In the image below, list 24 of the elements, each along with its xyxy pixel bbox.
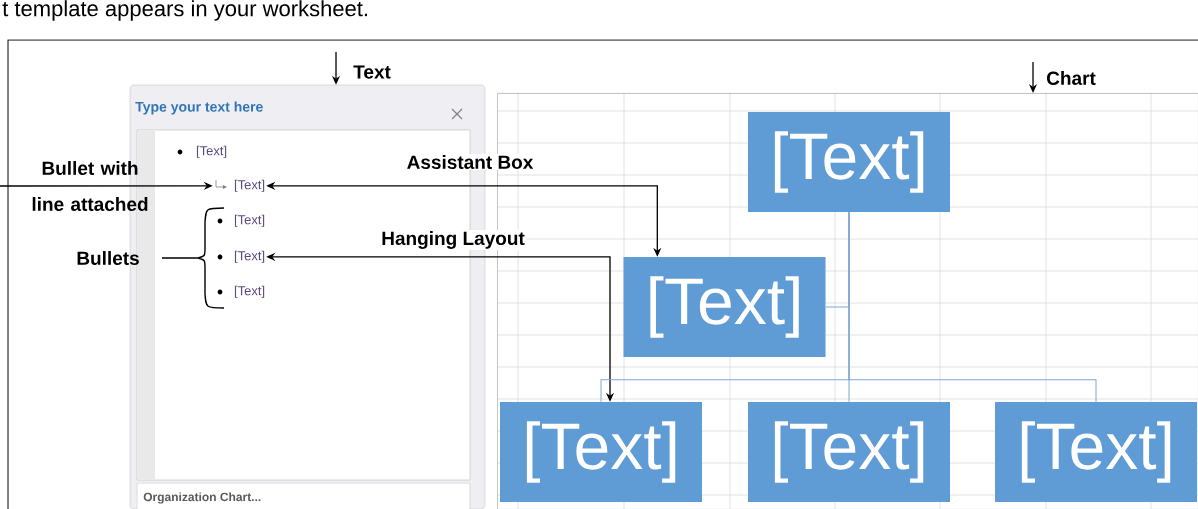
callout-text: Bullet with line attached [32, 161, 148, 211]
bullet-item: [Text] [177, 145, 227, 158]
edge-label: Assistant Box [405, 154, 535, 170]
connector-line [848, 211, 1097, 403]
bullet-item: [Text] [217, 214, 265, 227]
bullet-item: [Text] [234, 179, 265, 192]
node-label: [Text] [196, 145, 227, 158]
callout-text: Chart [1047, 71, 1096, 85]
edge-label: Hanging Layout [380, 230, 526, 250]
node-label: [Text] [234, 285, 265, 298]
bullet-item: [Text] [217, 285, 265, 298]
footer-bar: Organization Chart... [136, 482, 471, 509]
sentence: t template appears in your worksheet. [2, 0, 367, 21]
org-box: [Text] [623, 257, 826, 357]
callout-text: Text [353, 65, 391, 79]
pane-title: Type your text here [135, 101, 263, 115]
org-box: [Text] [748, 112, 950, 212]
bullet-item: [Text] [217, 250, 265, 263]
org-box: [Text] [748, 402, 950, 502]
node-label: [Text] [234, 214, 265, 227]
org-box: [Text] [995, 402, 1197, 502]
org-box: [Text] [500, 402, 702, 502]
callout-text: Bullets [77, 251, 139, 265]
node-label: [Text] [234, 250, 265, 263]
